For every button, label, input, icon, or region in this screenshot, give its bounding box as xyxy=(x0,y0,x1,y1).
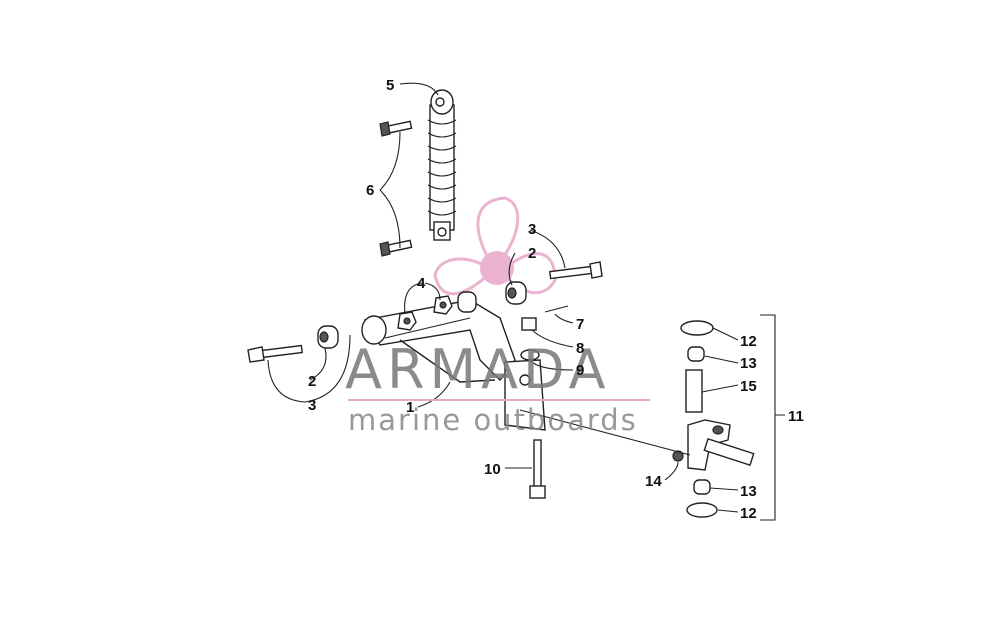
bolt-3-right xyxy=(549,261,603,280)
bushing-left xyxy=(317,325,339,349)
propeller-logo-icon xyxy=(433,196,557,296)
watermark-subtitle: marine outboards xyxy=(348,403,638,437)
callout-5: 5 xyxy=(386,77,394,94)
callout-4: 4 xyxy=(417,275,426,292)
shock-bolt-lower xyxy=(379,239,413,257)
callout-2-upper: 2 xyxy=(528,245,536,262)
nut-4b xyxy=(433,295,453,315)
callout-11: 11 xyxy=(788,408,804,425)
callout-14: 14 xyxy=(645,473,662,490)
callout-12-top: 12 xyxy=(740,333,757,350)
callout-3-left: 3 xyxy=(308,397,316,414)
callout-13-top: 13 xyxy=(740,355,757,372)
cotter-pin xyxy=(544,305,569,313)
nut-4a xyxy=(397,311,417,331)
callout-1: 1 xyxy=(406,399,414,416)
bushing-upper xyxy=(505,281,527,305)
callout-7: 7 xyxy=(576,316,584,333)
bolt-3-left xyxy=(247,344,303,363)
leader-lines xyxy=(267,82,785,521)
callout-10: 10 xyxy=(484,461,501,478)
spindle-assembly xyxy=(672,320,755,518)
callout-9: 9 xyxy=(576,362,584,379)
callout-6: 6 xyxy=(366,182,374,199)
callout-8: 8 xyxy=(576,340,584,357)
callout-15: 15 xyxy=(740,378,757,395)
shock-bolt-upper xyxy=(379,120,413,137)
watermark-title: ARMADA xyxy=(345,338,611,401)
castle-nut xyxy=(521,317,537,331)
callout-2-left: 2 xyxy=(308,373,316,390)
callout-12-bottom: 12 xyxy=(740,505,757,522)
callout-13-bottom: 13 xyxy=(740,483,757,500)
callout-3-upper: 3 xyxy=(528,221,536,238)
bushing-center xyxy=(457,291,477,313)
bolt-10 xyxy=(529,439,546,499)
shock-absorber xyxy=(427,89,457,241)
